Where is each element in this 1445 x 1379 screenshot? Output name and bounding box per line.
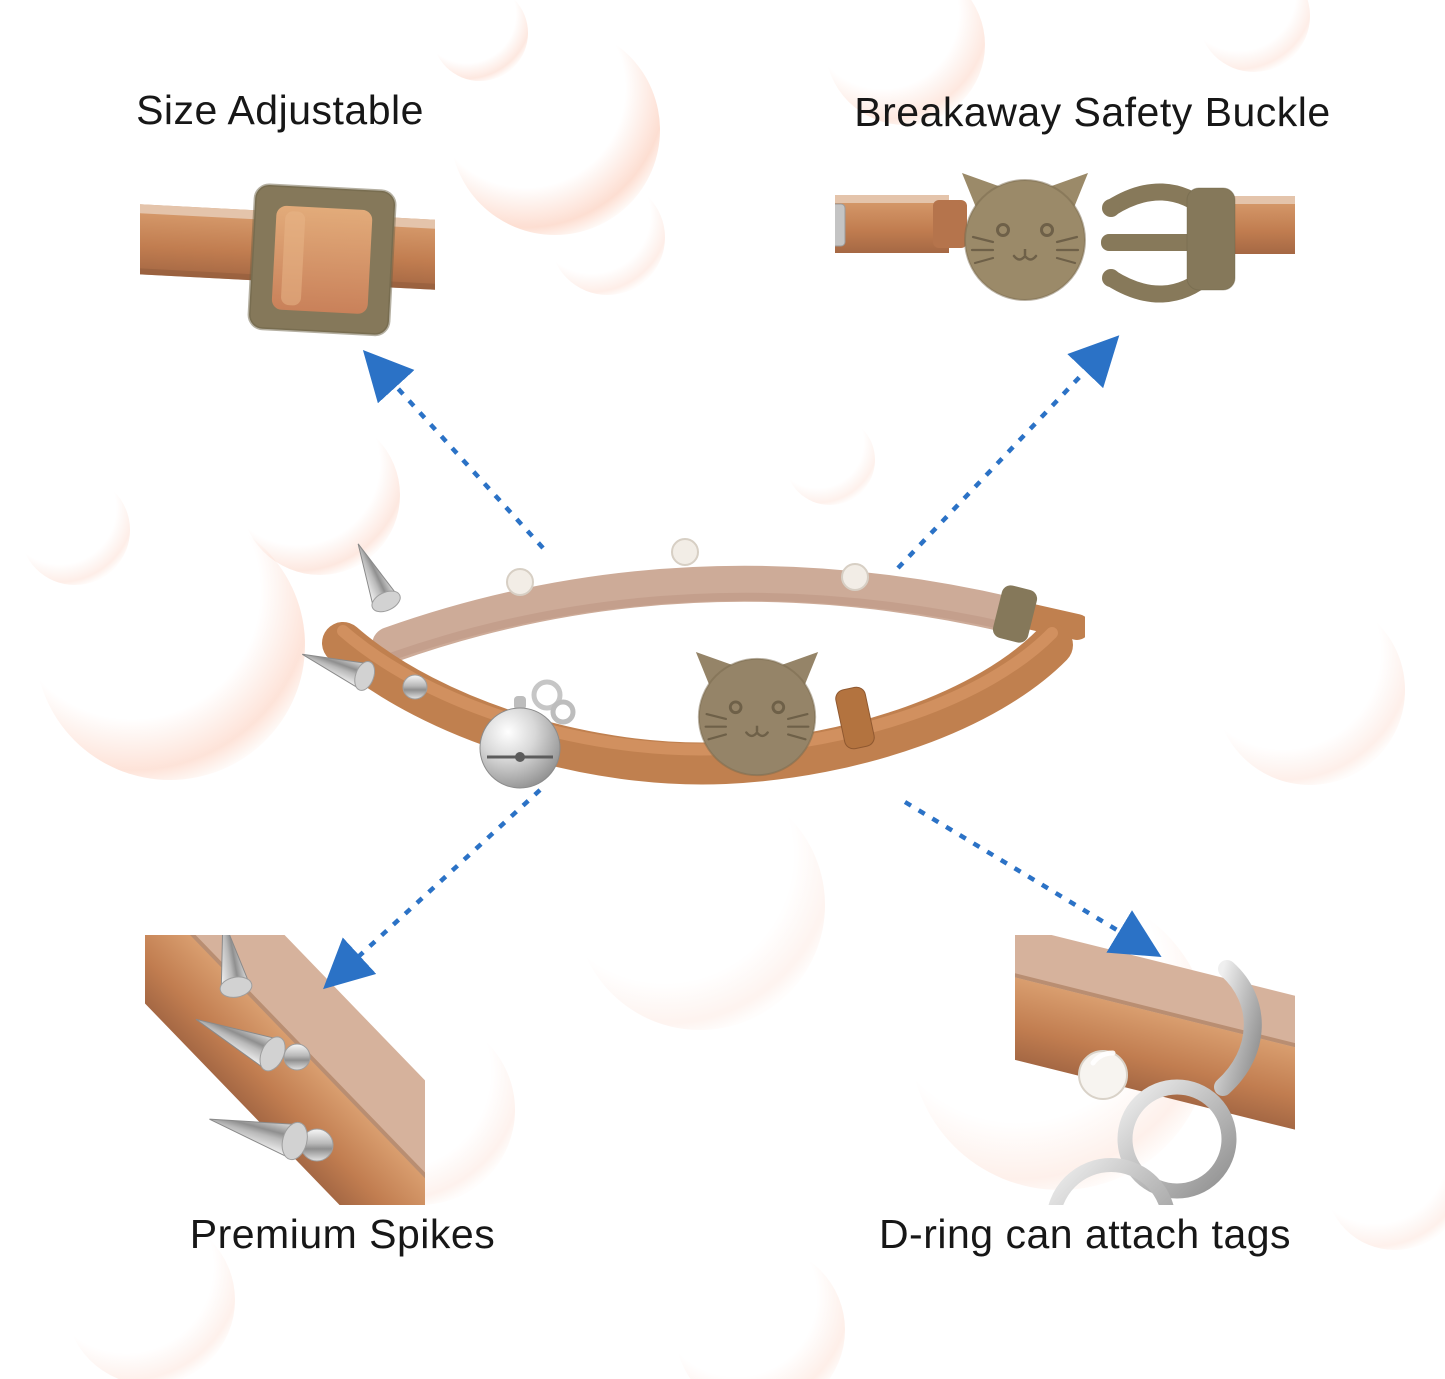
collar-back-strap — [372, 565, 1028, 663]
d-ring-detail-image — [1015, 935, 1295, 1205]
feature-label-breakaway-safety-buckle: Breakaway Safety Buckle — [854, 89, 1331, 135]
feature-label-premium-spikes: Premium Spikes — [189, 1211, 496, 1257]
spike-icon — [357, 543, 401, 613]
rivet-icon — [1078, 1050, 1128, 1100]
spikes-detail-photo — [145, 935, 425, 1205]
feature-label-size-adjustable: Size Adjustable — [136, 87, 424, 133]
strap-keeper-icon — [835, 686, 875, 750]
d-ring-detail-photo — [1015, 935, 1295, 1205]
bubble — [785, 415, 875, 505]
slide-buckle-icon — [247, 183, 397, 337]
adjuster-detail-image — [140, 183, 435, 337]
stud-icon — [402, 674, 428, 700]
breakaway-buckle-detail-photo — [835, 140, 1295, 335]
cat-face-buckle-icon — [960, 171, 1090, 302]
bubble — [1198, 0, 1310, 72]
breakaway-buckle-detail-image — [835, 171, 1295, 303]
d-ring-icon — [1117, 960, 1262, 1199]
spike-icon — [195, 1018, 286, 1072]
bell-icon — [479, 696, 561, 789]
bubble — [35, 510, 305, 780]
bubble — [20, 475, 130, 585]
bubble — [675, 1245, 845, 1379]
ring-link-icon — [531, 679, 563, 711]
bubble — [432, 0, 528, 81]
cat-collar-image — [302, 538, 1085, 789]
cat-collar-product-photo — [295, 505, 1085, 825]
metal-tab-icon — [835, 203, 846, 247]
spike-icon — [302, 653, 376, 691]
bubble — [1215, 595, 1405, 785]
spike-icon — [219, 935, 253, 998]
stud-icons — [506, 538, 869, 596]
adjuster-detail-photo — [140, 150, 435, 350]
ring-link-icon — [550, 699, 576, 725]
spikes-detail-image — [145, 935, 425, 1205]
stud-icon — [283, 1043, 311, 1071]
bubble — [450, 25, 660, 235]
buckle-socket-icon — [1186, 187, 1236, 291]
spike-icon — [209, 1118, 308, 1161]
bubble — [550, 180, 665, 295]
split-ring-icon — [1048, 1158, 1174, 1205]
bubble — [1325, 1110, 1445, 1250]
feature-label-d-ring: D-ring can attach tags — [878, 1211, 1292, 1257]
cat-face-buckle-icon — [694, 650, 820, 777]
slide-buckle-icon — [992, 585, 1038, 643]
